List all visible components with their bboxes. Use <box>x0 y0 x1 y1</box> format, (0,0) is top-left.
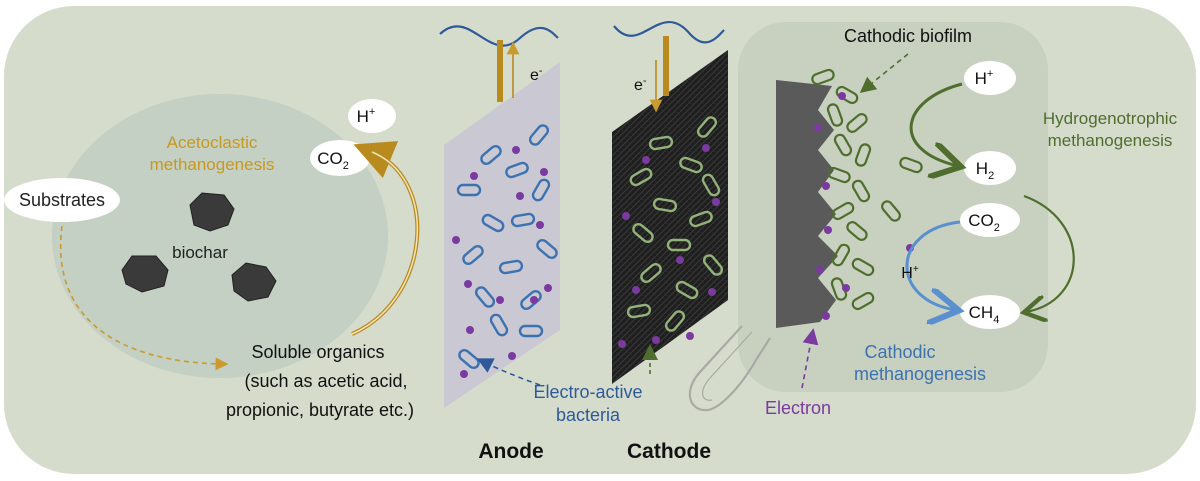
h-plus-label-left: H+ <box>357 106 376 126</box>
substrate-flow-arrow <box>59 225 229 371</box>
biochar-label: biochar <box>172 243 228 262</box>
cathodic-methanogenesis-label-1: Cathodic <box>864 342 935 362</box>
h-plus-bubble-right <box>964 61 1016 95</box>
zoom-loop <box>688 325 771 412</box>
biochar-pieces <box>121 192 277 302</box>
biofilm-bacteria <box>811 68 923 311</box>
hydrogenotrophic-label-1: Hydrogenotrophic <box>1043 109 1178 128</box>
anode-electrons <box>452 146 552 378</box>
h-plus-label-right: H+ <box>975 68 994 88</box>
ch4-label: CH4 <box>969 303 1000 326</box>
cathodic-methanogenesis-label-2: methanogenesis <box>854 364 986 384</box>
electroactive-arrow <box>476 358 541 386</box>
substrates-label: Substrates <box>19 190 105 210</box>
cathode-electrons <box>618 144 720 348</box>
cathode-connector <box>663 36 669 96</box>
anode-bacteria <box>456 124 558 370</box>
electroactive-label-2: bacteria <box>556 405 621 425</box>
anode-plate <box>444 62 560 408</box>
anode-electron-label: e- <box>530 65 543 84</box>
electroactive-label-1: Electro-active <box>533 382 642 402</box>
cathode-electron-label: e- <box>634 75 647 94</box>
h-plus-to-h2-arrow <box>909 82 962 166</box>
h2-bubble <box>964 151 1016 185</box>
co2-bubble-right <box>960 203 1020 237</box>
anode-connector <box>497 40 503 102</box>
biofilm-electrons <box>814 92 914 320</box>
h2-label: H2 <box>976 159 994 182</box>
substrates-bubble <box>4 178 120 222</box>
h-plus-label-mid: H+ <box>901 264 919 282</box>
anode-label: Anode <box>478 440 543 463</box>
electron-label: Electron <box>765 398 831 418</box>
acetoclastic-circle <box>52 94 388 378</box>
cathode-bacteria <box>626 116 724 332</box>
acetoclastic-label-2: methanogenesis <box>150 155 275 174</box>
cathode-label: Cathode <box>627 440 711 463</box>
soluble-organics-label-1: Soluble organics <box>251 342 384 362</box>
soluble-organics-label-3: propionic, butyrate etc.) <box>226 400 414 420</box>
cathodic-biofilm-label: Cathodic biofilm <box>844 26 972 46</box>
acetoclastic-label-1: Acetoclastic <box>167 133 258 152</box>
biofilm-pointer-arrow <box>859 53 909 94</box>
co2-label-right: CO2 <box>968 211 1000 234</box>
hydrogenotrophic-label-2: methanogenesis <box>1048 131 1173 150</box>
co2-label-left: CO2 <box>317 149 349 172</box>
soluble-organics-label-2: (such as acetic acid, <box>244 371 407 391</box>
cathode-wire-wave <box>613 21 725 44</box>
ch4-bubble <box>960 295 1020 329</box>
biofilm-electrode <box>776 80 838 328</box>
cathodic-methanogenesis-arrow <box>905 220 960 310</box>
h-plus-bubble-left <box>348 99 396 133</box>
hydrogenotrophic-arrow <box>1024 194 1075 312</box>
